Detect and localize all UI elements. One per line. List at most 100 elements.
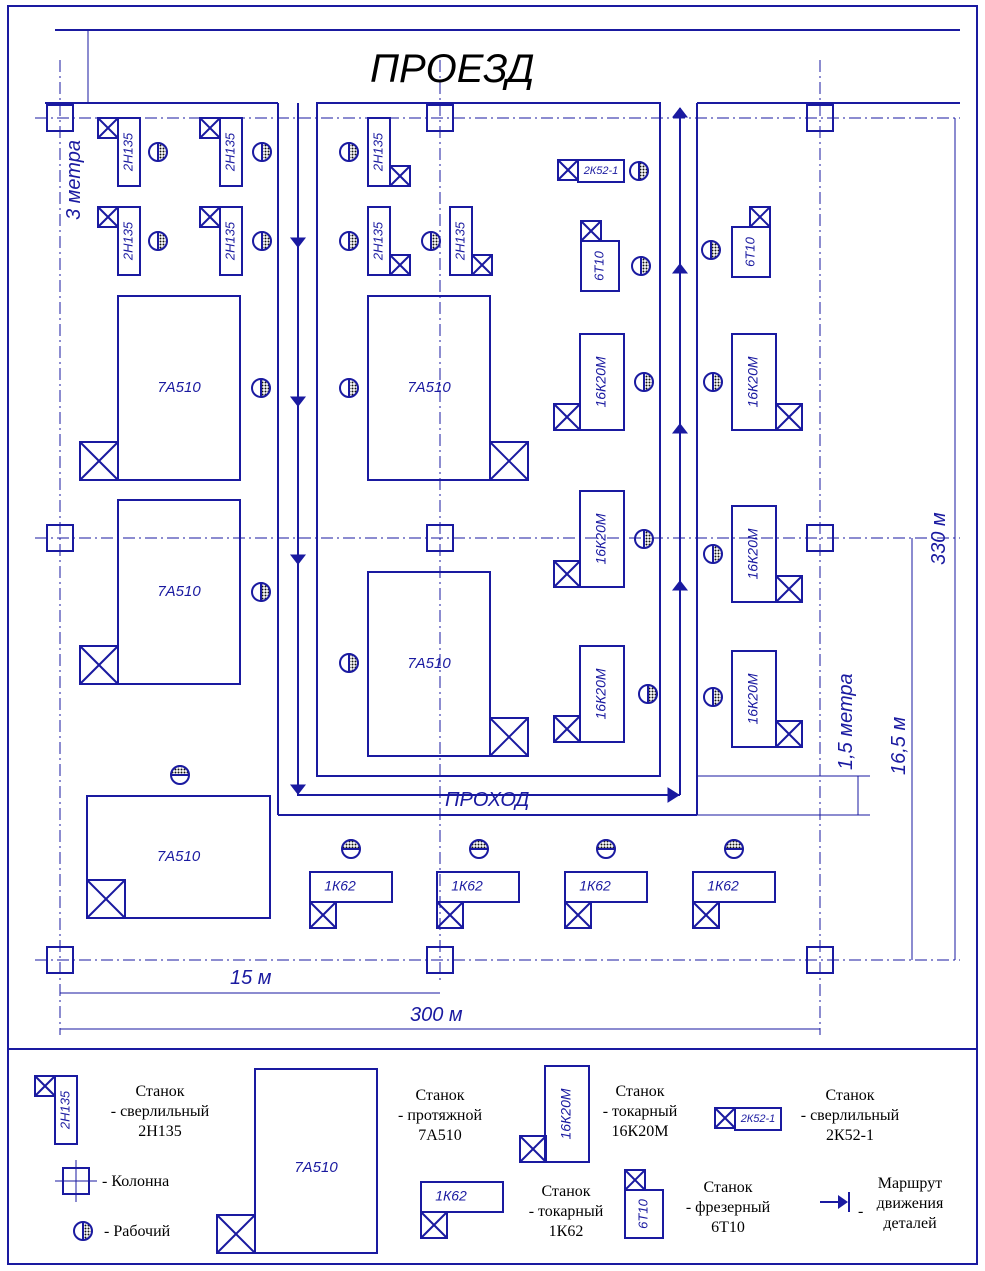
worker-icon xyxy=(634,372,654,392)
worker-icon xyxy=(469,839,489,859)
dim-330m: 330 м xyxy=(928,512,950,565)
machine-label: 7А510 xyxy=(407,379,451,396)
legend-column: - Колонна xyxy=(55,1160,169,1202)
legend-lathe-1k62: 1К62 xyxy=(420,1181,504,1239)
lathe-16k20m: 16К20М xyxy=(731,505,803,603)
legend-drill-2k52-1: 2К52-1 xyxy=(714,1107,782,1131)
machine-label: 7А510 xyxy=(157,583,201,600)
machine-label: 16К20М xyxy=(745,673,761,724)
machine-label: 2Н135 xyxy=(120,221,135,261)
machine-label: 7А510 xyxy=(157,379,201,396)
svg-text:- токарный: - токарный xyxy=(529,1203,604,1220)
lathe-16k20m: 16К20М xyxy=(553,333,625,431)
machine-label: 2Н135 xyxy=(120,132,135,172)
svg-text:1К62: 1К62 xyxy=(549,1223,584,1240)
machine-label: 16К20М xyxy=(593,513,609,564)
dim-15m: 15 м xyxy=(230,967,272,989)
worker-icon xyxy=(629,161,649,181)
dim-300m: 300 м xyxy=(410,1004,463,1026)
machine-label: 16К20М xyxy=(745,356,761,407)
column xyxy=(806,946,834,974)
svg-text:Станок: Станок xyxy=(703,1179,752,1196)
svg-text:- токарный: - токарный xyxy=(603,1103,678,1120)
worker-icon xyxy=(634,529,654,549)
worker-icon xyxy=(252,231,272,251)
machine-label: 16К20М xyxy=(558,1088,574,1139)
machine-label: 1К62 xyxy=(451,878,483,894)
drill-2h135: 2Н135 xyxy=(199,206,243,276)
worker-icon xyxy=(148,142,168,162)
drill-2h135: 2Н135 xyxy=(199,117,243,187)
svg-text:Станок: Станок xyxy=(825,1087,874,1104)
machine-label: 2Н135 xyxy=(370,221,385,261)
drill-2h135: 2Н135 xyxy=(97,117,141,187)
machine-label: 16К20М xyxy=(593,356,609,407)
machine-label: 7А510 xyxy=(294,1159,338,1176)
workers-layer xyxy=(148,142,744,859)
route-arrow xyxy=(671,107,689,118)
route-arrow xyxy=(671,423,689,434)
worker-icon xyxy=(638,684,658,704)
legend-mill-6t10: 6Т10 xyxy=(624,1169,664,1239)
worker-icon xyxy=(339,142,359,162)
legend-text: Станок - токарный 1К62 xyxy=(529,1183,604,1240)
route-arrow xyxy=(671,580,689,591)
legend-worker: - Рабочий xyxy=(73,1221,171,1241)
svg-text:Станок: Станок xyxy=(615,1083,664,1100)
drawing-frame xyxy=(7,5,978,1265)
machine-label: 2К52-1 xyxy=(740,1113,776,1125)
worker-icon xyxy=(703,544,723,564)
broach-7a510: 7А510 xyxy=(86,795,271,919)
worker-icon xyxy=(252,142,272,162)
worker-icon xyxy=(339,231,359,251)
svg-text:- Колонна: - Колонна xyxy=(102,1173,169,1190)
legend-route: - xyxy=(820,1192,863,1220)
machine-label: 2Н135 xyxy=(222,132,237,172)
walls xyxy=(45,29,960,816)
lathe-16k20m: 16К20М xyxy=(731,650,803,748)
worker-icon xyxy=(631,256,651,276)
worker-icon xyxy=(148,231,168,251)
worker-icon xyxy=(170,765,190,785)
machine-label: 2Н135 xyxy=(452,221,467,261)
legend-drill-2h135: 2Н135 xyxy=(34,1075,78,1145)
worker-icon xyxy=(724,839,744,859)
worker-icon xyxy=(251,378,271,398)
machine-label: 1К62 xyxy=(707,878,739,894)
machine-label: 7А510 xyxy=(407,655,451,672)
broach-7a510: 7А510 xyxy=(367,571,529,757)
svg-text:деталей: деталей xyxy=(883,1215,937,1232)
route-arrow xyxy=(289,396,307,407)
drill-2h135: 2Н135 xyxy=(97,206,141,276)
machine-label: 6Т10 xyxy=(635,1198,650,1228)
legend-lathe-16k20m: 16К20М xyxy=(519,1065,590,1163)
dim-3m: 3 метра xyxy=(63,140,85,220)
machines-layer: 2Н135 2Н135 2Н135 2Н135 2Н135 2Н135 2Н135 7А510… xyxy=(79,117,803,929)
mill-6t10: 6Т10 xyxy=(580,220,620,292)
lathe-1k62: 1К62 xyxy=(436,871,520,929)
svg-text:-: - xyxy=(858,1203,863,1220)
column xyxy=(426,946,454,974)
svg-text:Станок: Станок xyxy=(541,1183,590,1200)
broach-7a510: 7А510 xyxy=(367,295,529,481)
lathe-1k62: 1К62 xyxy=(309,871,393,929)
lathe-16k20m: 16К20М xyxy=(553,645,625,743)
columns-layer xyxy=(46,104,834,974)
machine-label: 1К62 xyxy=(324,878,356,894)
lathe-1k62: 1К62 xyxy=(692,871,776,929)
svg-text:7А510: 7А510 xyxy=(418,1127,462,1144)
lathe-16k20m: 16К20М xyxy=(553,490,625,588)
machine-label: 2Н135 xyxy=(370,132,385,172)
svg-text:Маршрут: Маршрут xyxy=(878,1175,942,1192)
column xyxy=(426,524,454,552)
route-arrows-layer xyxy=(289,107,689,803)
worker-icon xyxy=(703,372,723,392)
